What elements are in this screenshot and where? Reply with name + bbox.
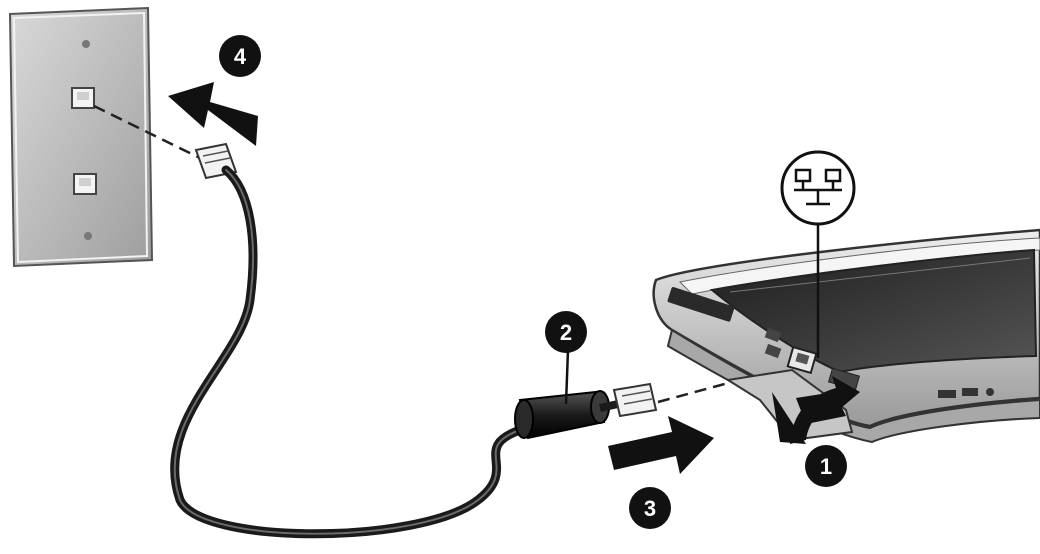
callout-3: 3: [629, 487, 671, 529]
tablet-pc: [652, 228, 1040, 444]
arrow-1: [790, 376, 860, 444]
pc-card-slot: [667, 287, 735, 322]
wall-jack-top[interactable]: [71, 87, 95, 109]
wall-jack-bottom[interactable]: [73, 173, 97, 195]
callout-1-label: 1: [820, 454, 832, 479]
tablet-screen: [709, 248, 1038, 374]
wall-plate: [8, 6, 154, 268]
callout-4-label: 4: [234, 44, 247, 69]
alignment-line-wall: [93, 104, 201, 160]
network-cable: [170, 165, 525, 539]
side-port-2: [962, 388, 978, 396]
device-end-plug[interactable]: [612, 382, 658, 418]
network-icon: [780, 150, 856, 226]
arrow-3: [608, 416, 714, 474]
callout-2-leader: [564, 349, 570, 405]
usb-port-upper: [764, 327, 782, 343]
arrow-4: [168, 82, 258, 146]
callout-4: 4: [219, 35, 261, 77]
usb-port-lower: [764, 343, 782, 359]
side-port-1: [938, 390, 956, 398]
arrow-1-head: [772, 392, 806, 444]
callout-2-label: 2: [560, 320, 572, 345]
cable-stub: [599, 400, 619, 412]
plate-screw-bottom: [84, 232, 92, 240]
plate-screw-top: [82, 40, 90, 48]
callout-1: 1: [805, 445, 847, 487]
network-jack[interactable]: [786, 345, 818, 375]
callout-2: 2: [545, 311, 587, 353]
audio-jack: [986, 388, 994, 396]
jack-cover-flap[interactable]: [725, 368, 854, 442]
callout-3-label: 3: [644, 496, 656, 521]
ferrite-core: [514, 390, 610, 440]
